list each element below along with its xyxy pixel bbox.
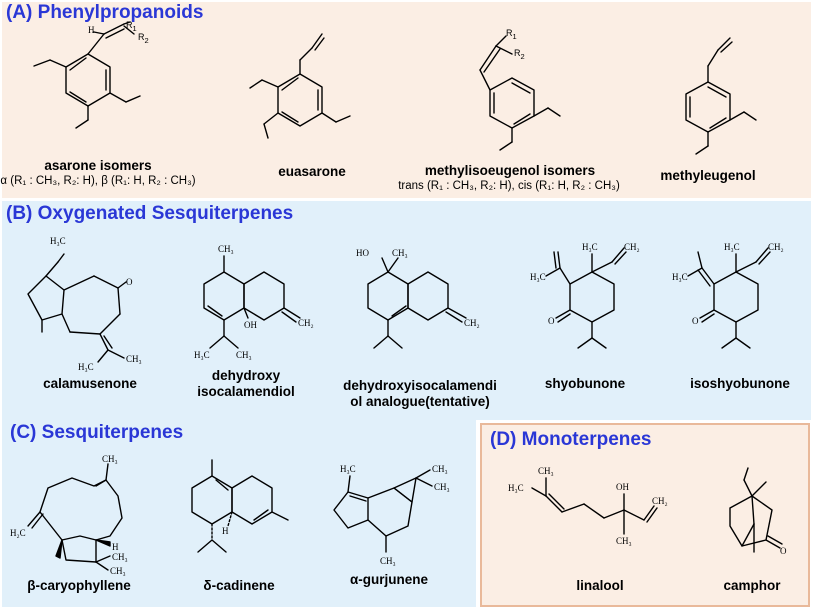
svg-text:H: H (112, 542, 119, 552)
svg-text:CH₂: CH₂ (464, 318, 480, 328)
structure-alpha-gurjunene: H₃C CH₃ CH₃ CH₃ (333, 464, 450, 566)
structure-delta-cadinene: H (191, 459, 289, 553)
label-line: dehydroxy (211, 368, 281, 383)
structure-linalool: H₃C CH₃ OH CH₂ CH₃ (508, 466, 668, 546)
label-methyleugenol: methyleugenol (660, 168, 756, 183)
note-methylisoeugenol-isomers: trans (R₁ : CH₃, R₂: H), cis (R₁: H, R₂ … (398, 180, 620, 192)
svg-text:CH₃: CH₃ (102, 454, 118, 464)
svg-text:CH₃: CH₃ (616, 536, 632, 546)
svg-text:CH₂: CH₂ (624, 242, 640, 252)
svg-text:OH: OH (244, 320, 257, 330)
r-label: R (506, 28, 513, 38)
label-dehydroxyisocalamendiol-analogue: dehydroxyisocalamendi ol analogue(tentat… (340, 378, 500, 410)
label-r1-methylisoeugenol: R1 (506, 28, 517, 41)
r-label: R (514, 48, 521, 58)
svg-text:CH₃: CH₃ (112, 552, 128, 562)
label-r1-asarone: R1 (126, 20, 137, 33)
svg-text:O: O (692, 316, 699, 326)
subscript: 2 (144, 35, 149, 45)
svg-text:O: O (126, 277, 133, 287)
label-asarone-isomers: asarone isomers (44, 158, 152, 173)
label-line: ol analogue(tentative) (350, 394, 490, 409)
structure-beta-caryophyllene: CH₃ H₂C H CH₃ CH₃ (10, 454, 128, 576)
svg-text:CH₂: CH₂ (298, 318, 314, 328)
svg-text:H₃C: H₃C (78, 362, 94, 372)
svg-text:H₃C: H₃C (582, 242, 598, 252)
label-line: dehydroxyisocalamendi (343, 378, 497, 393)
label-alpha-gurjunene: α-gurjunene (349, 572, 429, 587)
svg-text:CH₂: CH₂ (768, 242, 784, 252)
label-line: isocalamendiol (197, 384, 295, 399)
structure-calamusenone: O H₃C CH₃ H₃C (27, 236, 142, 372)
label-isoshyobunone: isoshyobunone (690, 376, 790, 391)
label-beta-caryophyllene: β-caryophyllene (27, 578, 131, 593)
subscript: 2 (520, 51, 525, 61)
svg-text:H₃C: H₃C (530, 272, 546, 282)
label-calamusenone: calamusenone (43, 376, 137, 391)
svg-text:H₃C: H₃C (340, 464, 356, 474)
subscript: 1 (132, 23, 137, 33)
structure-methylisoeugenol (479, 35, 561, 151)
structure-asarone: H (33, 21, 141, 129)
label-linalool: linalool (576, 578, 624, 593)
svg-text:H₃C: H₃C (724, 242, 740, 252)
svg-text:H₃C: H₃C (194, 350, 210, 360)
structure-euasarone (249, 33, 351, 139)
structure-dehydroxy-isocalamendiol: CH₃ OH CH₂ H₃C CH₃ (194, 244, 314, 360)
panel-phenylpropanoids (2, 2, 811, 198)
svg-text:HO: HO (356, 248, 369, 258)
label-shyobunone: shyobunone (544, 376, 626, 391)
structure-methyleugenol (685, 37, 757, 155)
svg-text:H₃C: H₃C (50, 236, 66, 246)
svg-text:CH₃: CH₃ (126, 354, 142, 364)
label-euasarone: euasarone (278, 164, 346, 179)
svg-text:CH₃: CH₃ (434, 482, 450, 492)
panel-a-title: (A) Phenylpropanoids (6, 2, 204, 23)
svg-text:CH₃: CH₃ (110, 566, 126, 576)
structure-shyobunone: O H₃C H₃C CH₂ (530, 242, 640, 349)
svg-text:CH₃: CH₃ (380, 556, 396, 566)
subscript: 1 (512, 31, 517, 41)
label-r2-methylisoeugenol: R2 (514, 48, 525, 61)
structure-dehydroxyisocalamendiol-analogue: HO CH₃ CH₂ (356, 248, 480, 349)
structure-isoshyobunone: O H₃C H₃C CH₂ (672, 242, 784, 349)
svg-text:H: H (88, 25, 95, 35)
svg-text:CH₂: CH₂ (652, 496, 668, 506)
r-label: R (126, 20, 133, 30)
label-methylisoeugenol-isomers: methylisoeugenol isomers (424, 163, 596, 178)
svg-text:CH₃: CH₃ (432, 464, 448, 474)
structure-camphor: O (729, 467, 787, 556)
svg-text:O: O (548, 316, 555, 326)
svg-text:CH₃: CH₃ (392, 248, 408, 258)
svg-text:O: O (780, 546, 787, 556)
svg-text:H₃C: H₃C (508, 483, 524, 493)
svg-text:H: H (222, 526, 229, 536)
panel-d-title: (D) Monoterpenes (490, 429, 652, 450)
note-asarone-isomers: α (R₁ : CH₃, R₂: H), β (R₁: H, R₂ : CH₃) (0, 175, 196, 187)
label-r2-asarone: R2 (138, 32, 149, 45)
label-delta-cadinene: δ-cadinene (203, 578, 275, 593)
panel-sesquiterpenes (2, 420, 476, 607)
r-label: R (138, 32, 145, 42)
label-dehydroxy-isocalamendiol: dehydroxy isocalamendiol (186, 368, 306, 400)
svg-text:CH₃: CH₃ (236, 350, 252, 360)
svg-text:H₂C: H₂C (10, 528, 26, 538)
svg-text:CH₃: CH₃ (218, 244, 234, 254)
panel-b-title: (B) Oxygenated Sesquiterpenes (6, 203, 294, 224)
svg-text:OH: OH (616, 482, 629, 492)
panel-c-title: (C) Sesquiterpenes (10, 422, 184, 443)
panel-oxygenated-sesquiterpenes (2, 201, 811, 420)
panel-monoterpenes (480, 423, 810, 607)
label-camphor: camphor (723, 578, 781, 593)
svg-text:CH₃: CH₃ (538, 466, 554, 476)
svg-text:H₃C: H₃C (672, 272, 688, 282)
